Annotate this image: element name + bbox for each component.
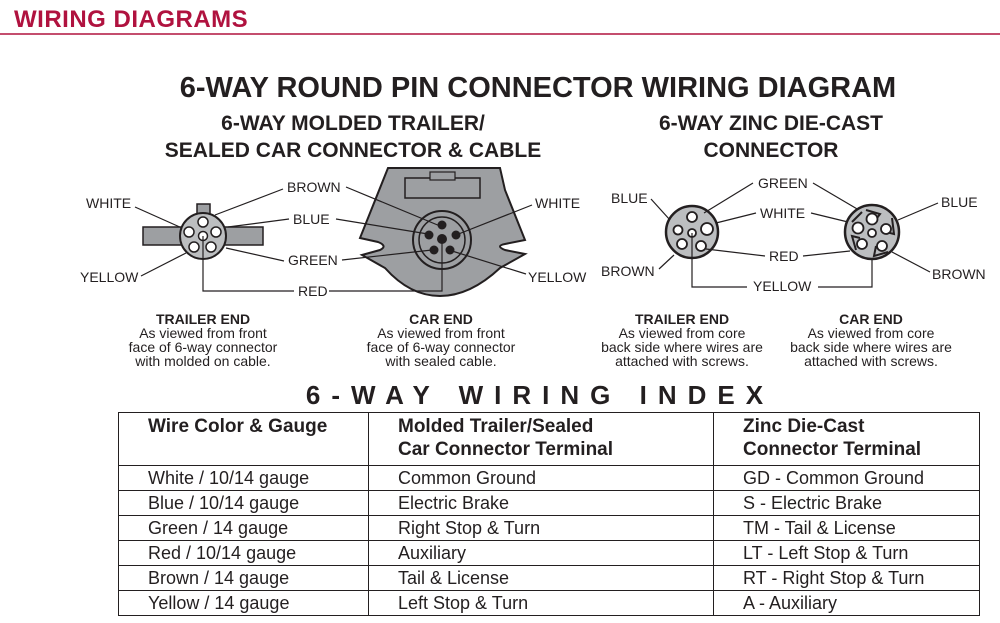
caption-line: attached with screws.	[615, 353, 749, 369]
label-red: RED	[298, 283, 328, 299]
zinc-label-white: WHITE	[760, 205, 805, 221]
cell-molded: Tail & License	[368, 565, 714, 591]
caption-line: As viewed from core	[808, 325, 935, 341]
header-text: Car Connector Terminal	[398, 439, 614, 460]
zinc-trailer-connector	[664, 204, 720, 260]
label-blue: BLUE	[293, 211, 330, 227]
cell-wire: White / 10/14 gauge	[118, 465, 369, 491]
section-header: WIRING DIAGRAMS	[14, 6, 248, 33]
caption-line: face of 6-way connector	[367, 339, 516, 355]
wiring-index-table: Wire Color & Gauge Molded Trailer/Sealed…	[118, 412, 980, 616]
cell-wire: Brown / 14 gauge	[118, 565, 369, 591]
cell-molded: Auxiliary	[368, 540, 714, 566]
molded-subtitle-2: SEALED CAR CONNECTOR & CABLE	[165, 139, 541, 162]
cell-molded: Electric Brake	[368, 490, 714, 516]
zinc-label-blue-car: BLUE	[941, 194, 978, 210]
table-header-row: Wire Color & Gauge Molded Trailer/Sealed…	[118, 412, 980, 466]
zinc-label-green: GREEN	[758, 175, 808, 191]
zinc-label-red: RED	[769, 248, 799, 264]
zinc-label-brown-car: BROWN	[932, 266, 986, 282]
cell-zinc: TM - Tail & License	[713, 515, 980, 541]
cell-zinc: S - Electric Brake	[713, 490, 980, 516]
zinc-trailer-caption-title: TRAILER END	[635, 311, 729, 327]
zinc-subtitle-1: 6-WAY ZINC DIE-CAST	[659, 112, 883, 135]
label-brown: BROWN	[287, 179, 341, 195]
cell-molded: Common Ground	[368, 465, 714, 491]
label-yellow-car: YELLOW	[528, 269, 587, 285]
header-text: Zinc Die-Cast	[743, 416, 865, 437]
header-text: Molded Trailer/Sealed	[398, 416, 594, 437]
zinc-label-yellow: YELLOW	[753, 278, 812, 294]
label-green: GREEN	[288, 252, 338, 268]
zinc-car-connector	[843, 203, 901, 261]
zinc-label-brown: BROWN	[601, 263, 655, 279]
caption-line: As viewed from front	[377, 325, 505, 341]
cell-zinc: LT - Left Stop & Turn	[713, 540, 980, 566]
cell-zinc: RT - Right Stop & Turn	[713, 565, 980, 591]
caption-line: back side where wires are	[601, 339, 763, 355]
label-white: WHITE	[86, 195, 131, 211]
zinc-label-blue: BLUE	[611, 190, 648, 206]
cell-wire: Red / 10/14 gauge	[118, 540, 369, 566]
index-title: 6-WAY WIRING INDEX	[306, 380, 774, 410]
caption-line: with sealed cable.	[384, 353, 496, 369]
zinc-subtitle-2: CONNECTOR	[704, 139, 839, 162]
cell-zinc: A - Auxiliary	[713, 590, 980, 616]
caption-line: As viewed from core	[619, 325, 746, 341]
label-white-car: WHITE	[535, 195, 580, 211]
header-text: Wire Color & Gauge	[148, 416, 328, 437]
cell-zinc: GD - Common Ground	[713, 465, 980, 491]
diagram-title: 6-WAY ROUND PIN CONNECTOR WIRING DIAGRAM	[180, 72, 896, 104]
header-wire-color: Wire Color & Gauge	[118, 412, 369, 466]
molded-car-connector	[358, 167, 528, 298]
cell-molded: Left Stop & Turn	[368, 590, 714, 616]
label-yellow: YELLOW	[80, 269, 139, 285]
caption-line: face of 6-way connector	[129, 339, 278, 355]
cell-wire: Blue / 10/14 gauge	[118, 490, 369, 516]
caption-line: As viewed from front	[139, 325, 267, 341]
caption-line: attached with screws.	[804, 353, 938, 369]
caption-line: with molded on cable.	[134, 353, 270, 369]
molded-trailer-caption-title: TRAILER END	[156, 311, 250, 327]
cell-molded: Right Stop & Turn	[368, 515, 714, 541]
molded-car-caption-title: CAR END	[409, 311, 473, 327]
cell-wire: Green / 14 gauge	[118, 515, 369, 541]
zinc-car-caption-title: CAR END	[839, 311, 903, 327]
cell-wire: Yellow / 14 gauge	[118, 590, 369, 616]
header-text: Connector Terminal	[743, 439, 922, 460]
molded-subtitle-1: 6-WAY MOLDED TRAILER/	[221, 112, 485, 135]
caption-line: back side where wires are	[790, 339, 952, 355]
